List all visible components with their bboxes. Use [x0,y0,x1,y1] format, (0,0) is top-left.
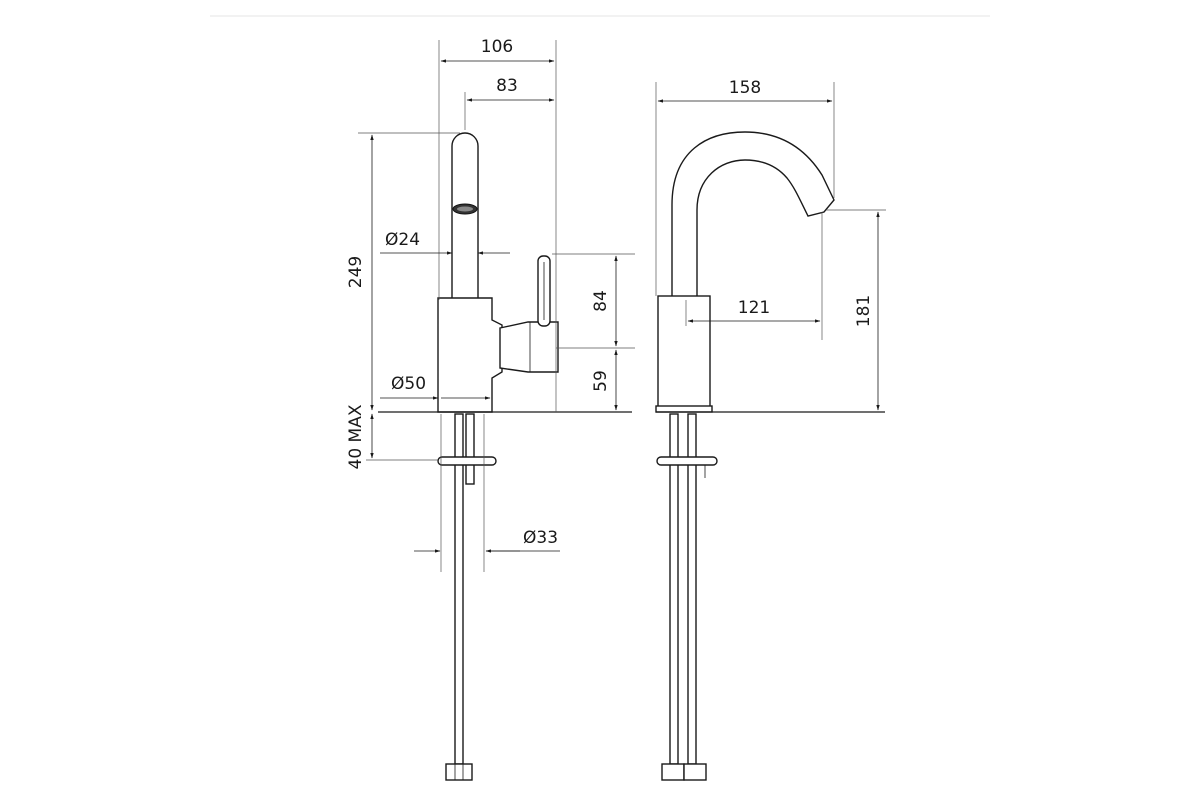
side-pipe-right [687,413,697,765]
lever-cartridge [499,321,559,373]
front-body [437,297,503,413]
dim-base-diameter: Ø50 [391,374,426,394]
front-nut [445,763,473,781]
front-dimensions: 106 83 249 Ø24 84 59 Ø50 40 MAX Ø33 [346,37,635,553]
dim-width-overall: 106 [481,37,513,57]
side-pipe-left [669,413,679,765]
side-dimensions: 158 121 181 [655,78,886,411]
dim-deck-thickness: 40 MAX [346,404,366,469]
dim-lever-height: 84 [591,290,611,312]
dim-height-overall: 249 [346,256,366,288]
side-washer [656,456,718,466]
front-pipe [454,413,464,765]
front-spout-tube [451,132,479,301]
side-nut-right [683,763,707,781]
side-spout [671,131,835,299]
side-nut-left [661,763,685,781]
dim-spout-reach: 121 [738,298,770,318]
dim-spout-reach-front: 83 [496,76,518,96]
front-washer [437,456,497,466]
dim-spout-outlet-height: 181 [854,295,874,327]
dim-lever-axis-height: 59 [591,370,611,392]
dim-spout-diameter: Ø24 [385,230,420,250]
front-pipe-2 [465,413,475,485]
front-view [378,132,632,781]
side-view [655,131,885,781]
dim-hole-diameter: Ø33 [523,528,558,548]
dim-spout-projection: 158 [729,78,761,98]
side-body [657,295,711,409]
